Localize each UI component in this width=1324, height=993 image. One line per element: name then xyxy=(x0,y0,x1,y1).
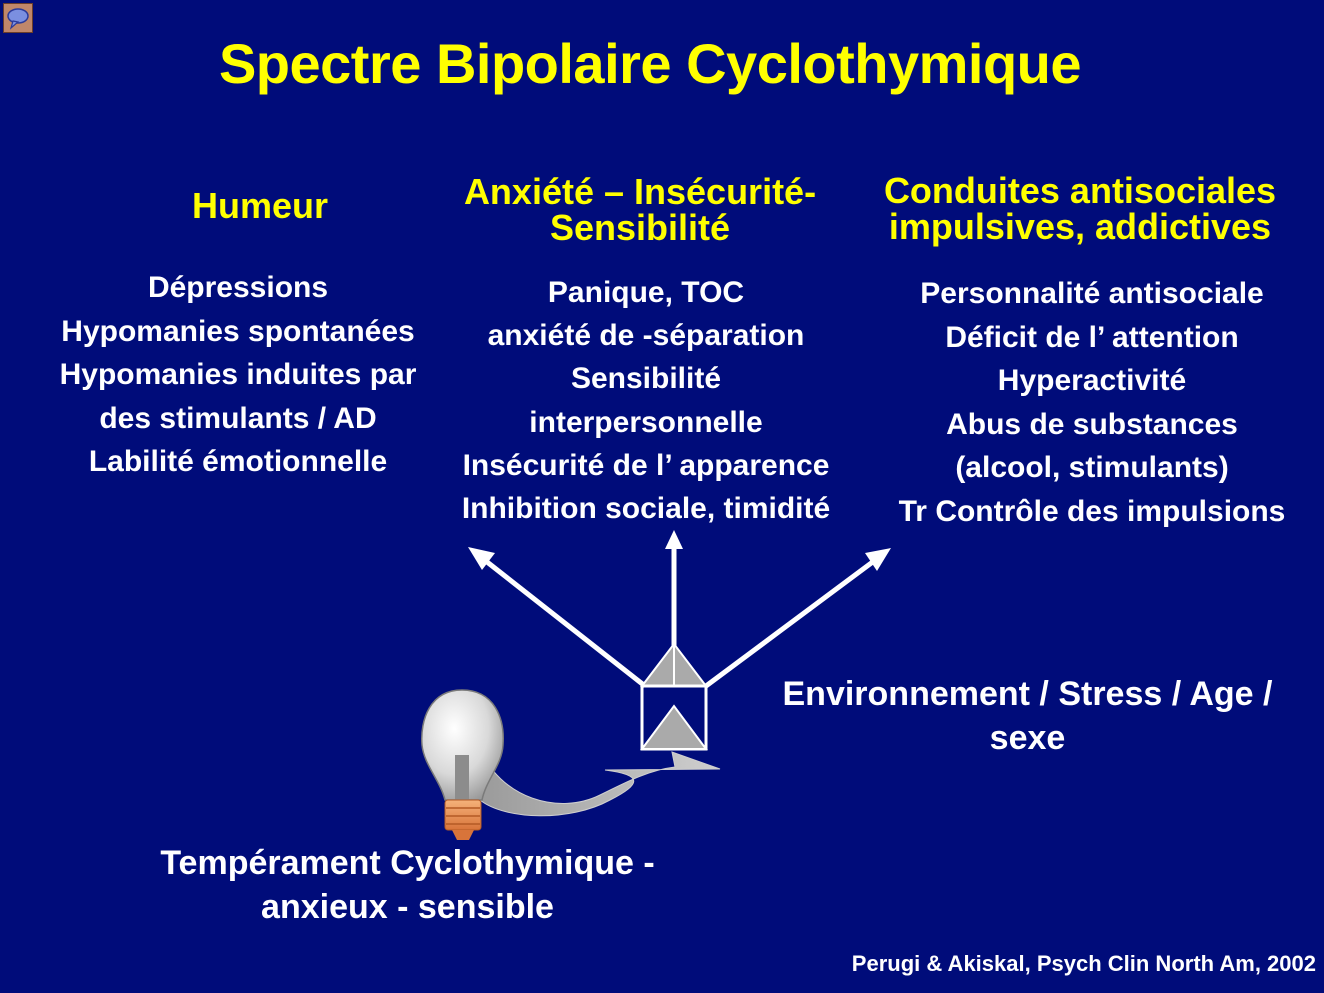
column-list-humeur: Dépressions Hypomanies spontanées Hypoma… xyxy=(28,266,448,484)
list-item: Déficit de l’ attention xyxy=(945,320,1239,354)
curved-arrow-icon xyxy=(477,744,721,817)
list-item: Inhibition sociale, timidité xyxy=(461,492,831,526)
arrow-right xyxy=(704,548,891,689)
temperament-label: Tempérament Cyclothymique - anxieux - se… xyxy=(160,844,655,926)
list-item: Sensibilité xyxy=(570,362,722,396)
list-item: Abus de substances xyxy=(946,407,1238,441)
column-list-conduites: Personnalité antisociale Déficit de l’ a… xyxy=(872,272,1312,534)
speech-bubble-icon[interactable] xyxy=(3,3,33,33)
list-item: Insécurité de l’ apparence xyxy=(462,448,830,482)
column-heading-conduites: Conduites antisociales impulsives, addic… xyxy=(883,170,1277,247)
list-item: interpersonnelle xyxy=(529,405,763,439)
list-item: anxiété de -séparation xyxy=(487,319,805,353)
column-heading-anxiete: Anxiété – Insécurité- Sensibilité xyxy=(463,171,817,248)
list-item: Dépressions xyxy=(147,271,329,304)
list-item: Personnalité antisociale xyxy=(920,277,1264,310)
list-item: Hyperactivité xyxy=(997,364,1187,398)
citation: Perugi & Akiskal, Psych Clin North Am, 2… xyxy=(851,951,1316,976)
column-list-anxiete: Panique, TOC anxiété de -séparation Sens… xyxy=(436,271,856,530)
list-item: Labilité émotionnelle xyxy=(88,445,388,478)
list-item: (alcool, stimulants) xyxy=(955,451,1229,485)
list-item: des stimulants / AD xyxy=(99,401,377,435)
column-heading-humeur: Humeur xyxy=(191,185,329,226)
prism-icon xyxy=(639,642,709,751)
list-item: Tr Contrôle des impulsions xyxy=(898,494,1286,528)
light-bulb-icon xyxy=(421,689,504,840)
environment-label: Environnement / Stress / Age / sexe xyxy=(782,675,1273,757)
arrow-left xyxy=(468,547,647,688)
list-item: Hypomanies induites par xyxy=(59,358,417,391)
list-item: Panique, TOC xyxy=(547,276,745,309)
list-item: Hypomanies spontanées xyxy=(61,314,415,348)
page-title: Spectre Bipolaire Cyclothymique xyxy=(218,32,1082,95)
